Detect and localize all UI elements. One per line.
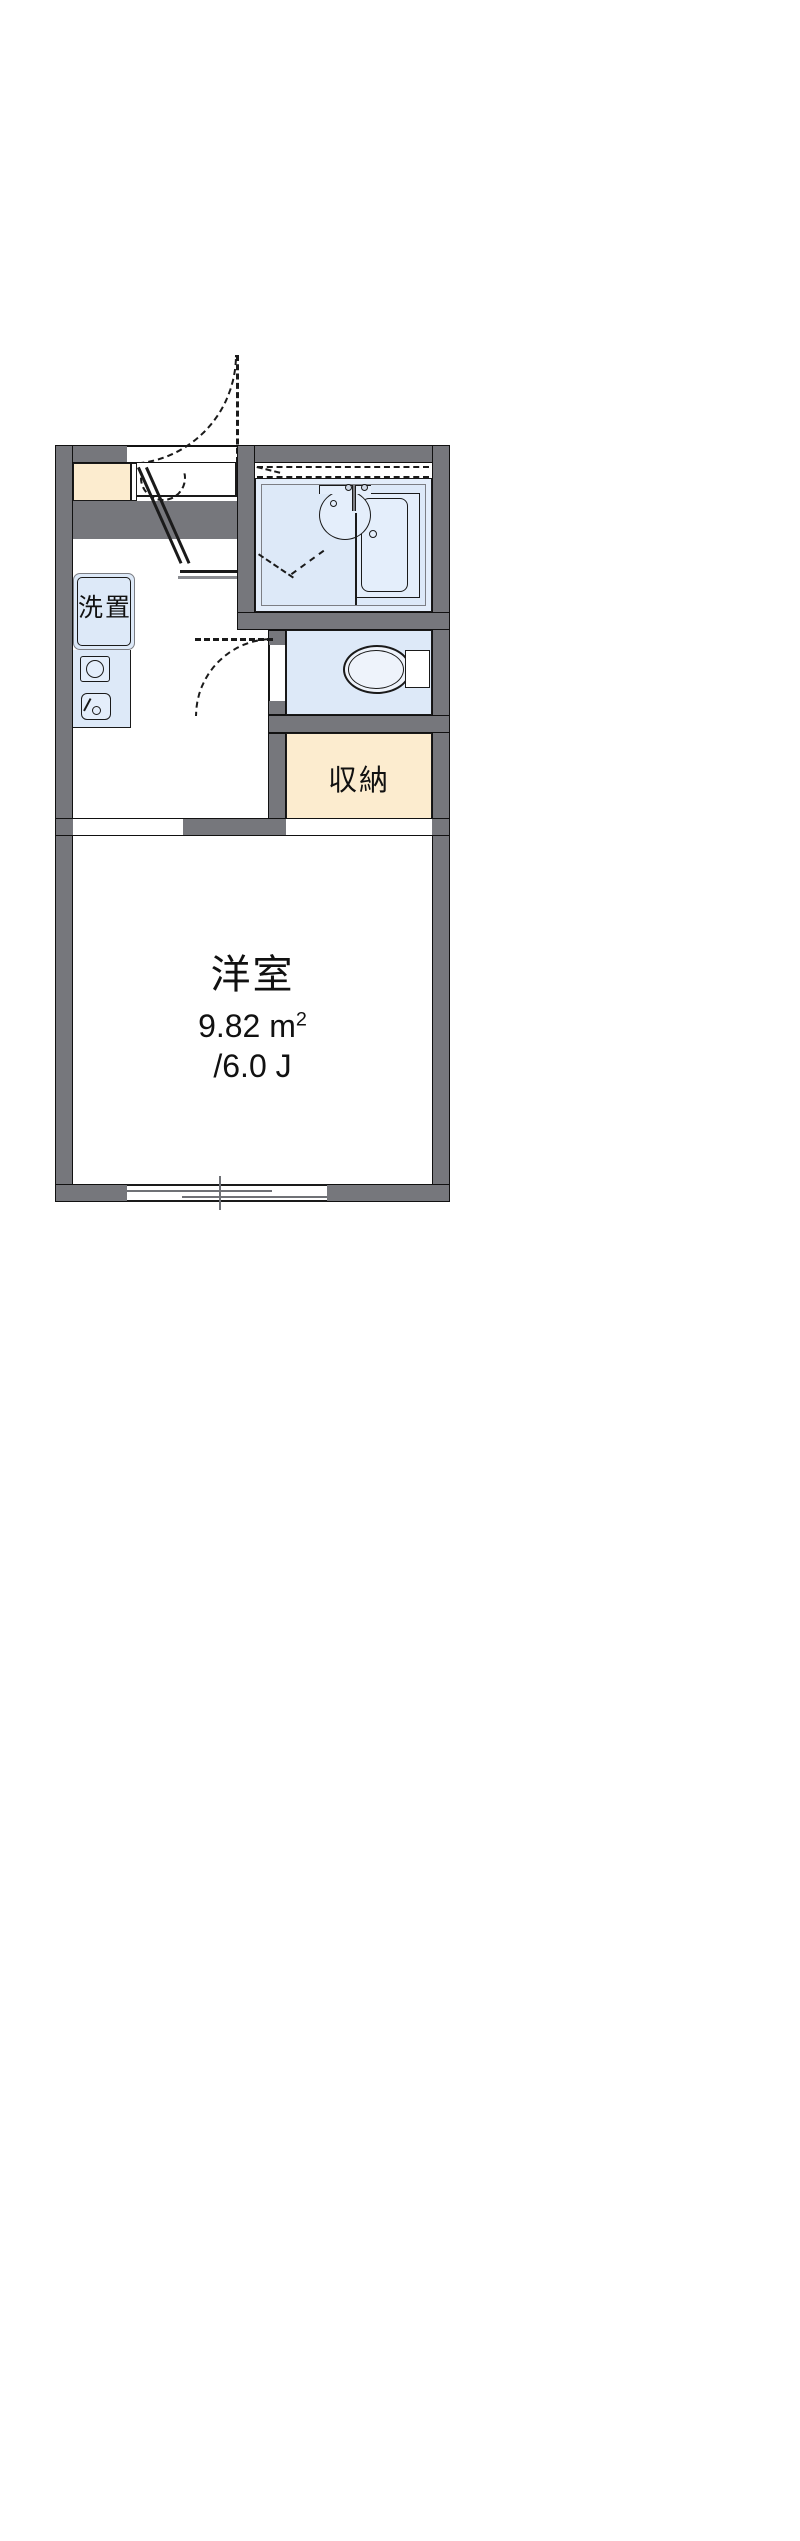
- bathtub-drain: [369, 530, 377, 538]
- entrance-door-leaf: [236, 355, 239, 463]
- shower-hose: [355, 513, 357, 605]
- exterior-wall-right-upper: [432, 445, 450, 835]
- toilet-tank: [405, 650, 430, 688]
- entry-partition-rail: [180, 570, 238, 573]
- exterior-wall-left-lower: [55, 827, 73, 1202]
- main-room-name: 洋室: [210, 953, 295, 997]
- shoe-cabinet-divider: [131, 463, 137, 501]
- interior-wall-bath-bottom: [237, 612, 450, 630]
- interior-wall-closet-left: [268, 733, 286, 827]
- bathroom-ceiling-dash-1: [257, 466, 429, 468]
- washing-machine-space-inner: [77, 577, 131, 646]
- toilet-door-arc: [195, 638, 273, 716]
- main-room-area-exponent: 2: [295, 1008, 307, 1031]
- kitchen-sink-drain: [92, 706, 101, 715]
- main-room-area-unit: m: [269, 1008, 296, 1044]
- entrance-threshold: [127, 446, 237, 463]
- balcony-window: [127, 1184, 327, 1202]
- storage-closet-label: 収納: [327, 765, 390, 797]
- balcony-window-mullion-b: [182, 1196, 327, 1198]
- main-room-floor: [73, 836, 432, 1184]
- main-room-area-value: 9.82: [198, 1008, 261, 1044]
- exterior-wall-left-upper: [55, 445, 73, 835]
- washbasin-tap-right: [361, 484, 368, 491]
- toilet-door-leaf: [195, 638, 273, 641]
- balcony-window-mullion-a: [127, 1190, 272, 1192]
- washbasin-drain: [330, 500, 337, 507]
- interior-wall-bath-left: [237, 445, 255, 627]
- shoe-cabinet: [73, 463, 131, 501]
- entry-partition-rail-shadow: [178, 576, 238, 579]
- toilet-seat-inner: [348, 650, 404, 689]
- interior-wall-toilet-bottom: [268, 715, 450, 733]
- stove-burner-ring: [86, 660, 104, 678]
- washroom-label: 洗置: [78, 594, 133, 622]
- washbasin-faucet-spout: [352, 485, 356, 511]
- toilet-door-opening: [269, 645, 286, 701]
- main-room-tatami: /6.0 J: [213, 1048, 292, 1084]
- bathroom-ceiling-dash-2: [257, 476, 429, 478]
- balcony-window-center-mark: [219, 1176, 221, 1210]
- bathroom-washbasin: [319, 490, 371, 540]
- exterior-wall-right-lower: [432, 827, 450, 1202]
- main-room-area: 9.82 m2: [73, 1008, 432, 1044]
- closet-door-opening: [286, 819, 432, 835]
- main-room-door-opening: [73, 819, 183, 835]
- washbasin-tap-left: [345, 484, 352, 491]
